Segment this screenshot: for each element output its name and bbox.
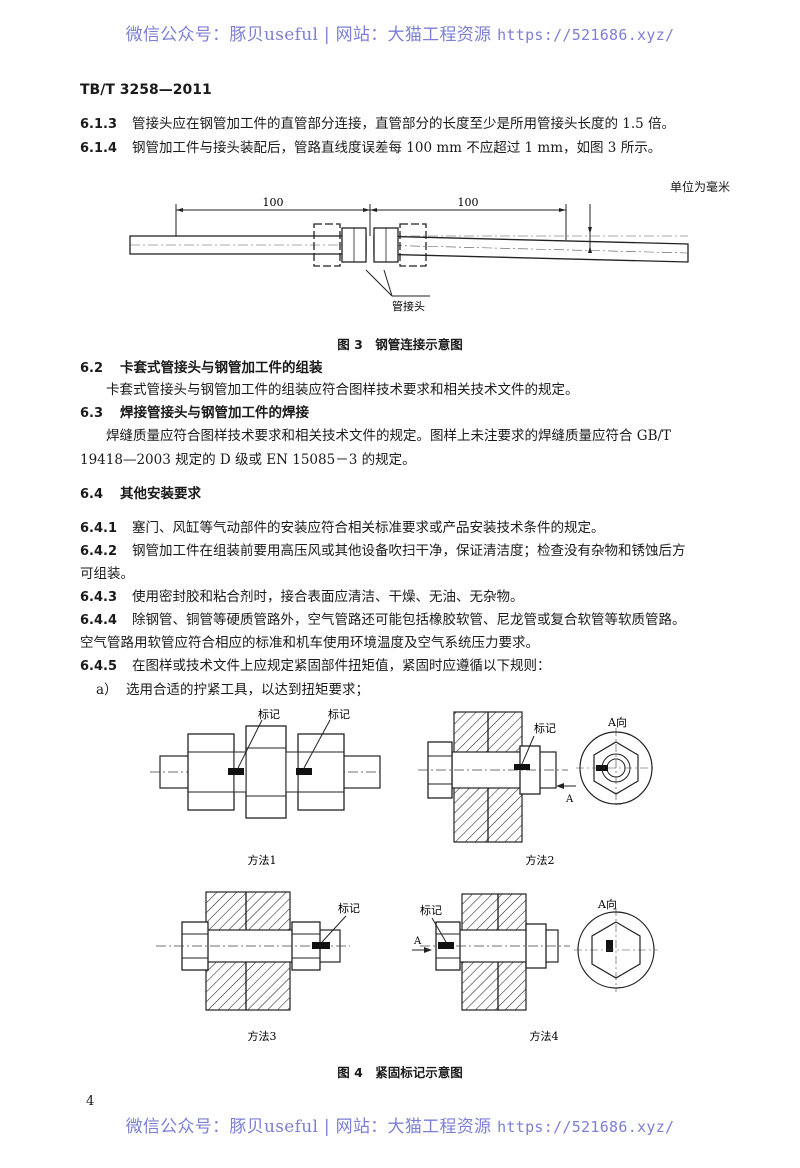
view-label: A向 bbox=[597, 897, 617, 911]
method-4-label: 方法4 bbox=[530, 1029, 559, 1043]
clause-6-1-4: 6.1.4 钢管加工件与接头装配后，管路直线度误差每 100 mm 不应超过 1 … bbox=[80, 138, 730, 159]
clause-6-4-2: 6.4.2 钢管加工件在组装前要用高压风或其他设备吹扫干净，保证清洁度；检查没有杂… bbox=[80, 541, 730, 562]
clause-text: 使用密封胶和粘合剂时，接合表面应清洁、干燥、无油、无杂物。 bbox=[132, 589, 524, 605]
figure-4-caption: 图 4 紧固标记示意图 bbox=[337, 1065, 463, 1080]
method-4-diagram: 标记 A A向 bbox=[412, 893, 658, 1011]
clause-text: 除钢管、铜管等硬质管路外，空气管路还可能包括橡胶软管、尼龙管或复合软管等软质管路… bbox=[132, 612, 686, 628]
mark-label: 标记 bbox=[328, 707, 350, 721]
list-item-a: a） 选用合适的拧紧工具，以达到扭矩要求； bbox=[96, 680, 746, 700]
clause-6-4-4: 6.4.4 除钢管、铜管等硬质管路外，空气管路还可能包括橡胶软管、尼龙管或复合软管… bbox=[80, 610, 730, 631]
method-3-label: 方法3 bbox=[248, 1029, 277, 1043]
figure-3-pipe-connection: 100 100 管接头 bbox=[129, 196, 689, 313]
dim-right-label: 100 bbox=[458, 196, 479, 209]
clause-number: 6.4.3 bbox=[80, 590, 118, 605]
method-1-diagram: 标记 标记 bbox=[150, 707, 381, 819]
clause-number: 6.4.4 bbox=[80, 613, 118, 628]
section-title: 卡套式管接头与钢管加工件的组装 bbox=[120, 360, 323, 376]
section-number: 6.4 bbox=[80, 487, 104, 502]
dim-left-label: 100 bbox=[263, 196, 284, 209]
section-6-2-text: 卡套式管接头与钢管加工件的组装应符合图样技术要求和相关技术文件的规定。 bbox=[106, 382, 579, 398]
watermark-text: 微信公众号：豚贝useful | 网站：大猫工程资源 bbox=[125, 25, 492, 45]
clause-6-4-3: 6.4.3 使用密封胶和粘合剂时，接合表面应清洁、干燥、无油、无杂物。 bbox=[80, 587, 730, 608]
method-2-diagram: 标记 A A向 bbox=[418, 711, 656, 843]
arrow-label: A bbox=[565, 794, 574, 805]
watermark-bottom: 微信公众号：豚贝useful | 网站：大猫工程资源 https://52168… bbox=[0, 1112, 800, 1137]
section-6-4-heading: 6.4 其他安装要求 bbox=[80, 484, 730, 505]
list-label: a） bbox=[96, 682, 118, 698]
clause-number: 6.1.3 bbox=[80, 117, 118, 132]
clause-number: 6.4.5 bbox=[80, 659, 118, 674]
callout-pipe-joint: 管接头 bbox=[392, 299, 425, 313]
view-label: A向 bbox=[607, 715, 627, 729]
method-1-label: 方法1 bbox=[248, 853, 277, 867]
clause-6-4-5: 6.4.5 在图样或技术文件上应规定紧固部件扭矩值，紧固时应遵循以下规则： bbox=[80, 656, 730, 677]
section-number: 6.2 bbox=[80, 361, 104, 376]
section-6-3-heading: 6.3 焊接管接头与钢管加工件的焊接 bbox=[80, 403, 730, 424]
clause-number: 6.1.4 bbox=[80, 141, 118, 156]
clause-text: 在图样或技术文件上应规定紧固部件扭矩值，紧固时应遵循以下规则： bbox=[132, 658, 551, 674]
clause-6-4-2-cont: 可组装。 bbox=[80, 566, 134, 582]
section-title: 焊接管接头与钢管加工件的焊接 bbox=[120, 405, 309, 421]
clause-6-4-1: 6.4.1 塞门、风缸等气动部件的安装应符合相关标准要求或产品安装技术条件的规定。 bbox=[80, 518, 730, 539]
figure-3-caption: 图 3 钢管连接示意图 bbox=[337, 337, 463, 352]
mark-label: 标记 bbox=[534, 721, 556, 735]
method-3-diagram: 标记 bbox=[156, 891, 360, 1011]
clause-6-4-4-cont: 空气管路用软管应符合相应的标准和机车使用环境温度及空气系统压力要求。 bbox=[80, 635, 539, 651]
watermark-top: 微信公众号：豚贝useful | 网站：大猫工程资源 https://52168… bbox=[0, 20, 800, 45]
unit-note: 单位为毫米 bbox=[669, 180, 730, 194]
clause-6-1-3: 6.1.3 管接头应在钢管加工件的直管部分连接，直管部分的长度至少是所用管接头长度… bbox=[80, 114, 730, 135]
page-number: 4 bbox=[86, 1094, 95, 1109]
clause-number: 6.4.1 bbox=[80, 521, 118, 536]
mark-label: 标记 bbox=[420, 903, 442, 917]
clause-number: 6.4.2 bbox=[80, 544, 118, 559]
clause-text: 钢管加工件与接头装配后，管路直线度误差每 100 mm 不应超过 1 mm，如图… bbox=[132, 140, 662, 156]
section-title: 其他安装要求 bbox=[120, 486, 201, 502]
watermark-text: 微信公众号：豚贝useful | 网站：大猫工程资源 bbox=[125, 1117, 492, 1137]
clause-text: 管接头应在钢管加工件的直管部分连接，直管部分的长度至少是所用管接头长度的 1.5… bbox=[132, 116, 676, 132]
section-6-3-text-1: 焊缝质量应符合图样技术要求和相关技术文件的规定。图样上未注要求的焊缝质量应符合 … bbox=[106, 428, 672, 444]
section-6-2-heading: 6.2 卡套式管接头与钢管加工件的组装 bbox=[80, 358, 730, 379]
mark-label: 标记 bbox=[338, 901, 360, 915]
figure-4-marking-methods: 标记 标记 标记 A A向 方法1 方法2 bbox=[150, 707, 658, 1043]
clause-text: 钢管加工件在组装前要用高压风或其他设备吹扫干净，保证清洁度；检查没有杂物和锈蚀后… bbox=[132, 543, 686, 559]
method-2-label: 方法2 bbox=[526, 853, 555, 867]
watermark-url: https://521686.xyz/ bbox=[497, 26, 675, 44]
mark-label: 标记 bbox=[258, 707, 280, 721]
section-6-3-text-2: 19418—2003 规定的 D 级或 EN 15085－3 的规定。 bbox=[80, 452, 416, 468]
arrow-label: A bbox=[413, 936, 422, 947]
standard-number: TB/T 3258—2011 bbox=[80, 82, 212, 98]
list-text: 选用合适的拧紧工具，以达到扭矩要求； bbox=[126, 682, 369, 698]
watermark-url: https://521686.xyz/ bbox=[497, 1118, 675, 1136]
clause-text: 塞门、风缸等气动部件的安装应符合相关标准要求或产品安装技术条件的规定。 bbox=[132, 520, 605, 536]
section-number: 6.3 bbox=[80, 406, 104, 421]
